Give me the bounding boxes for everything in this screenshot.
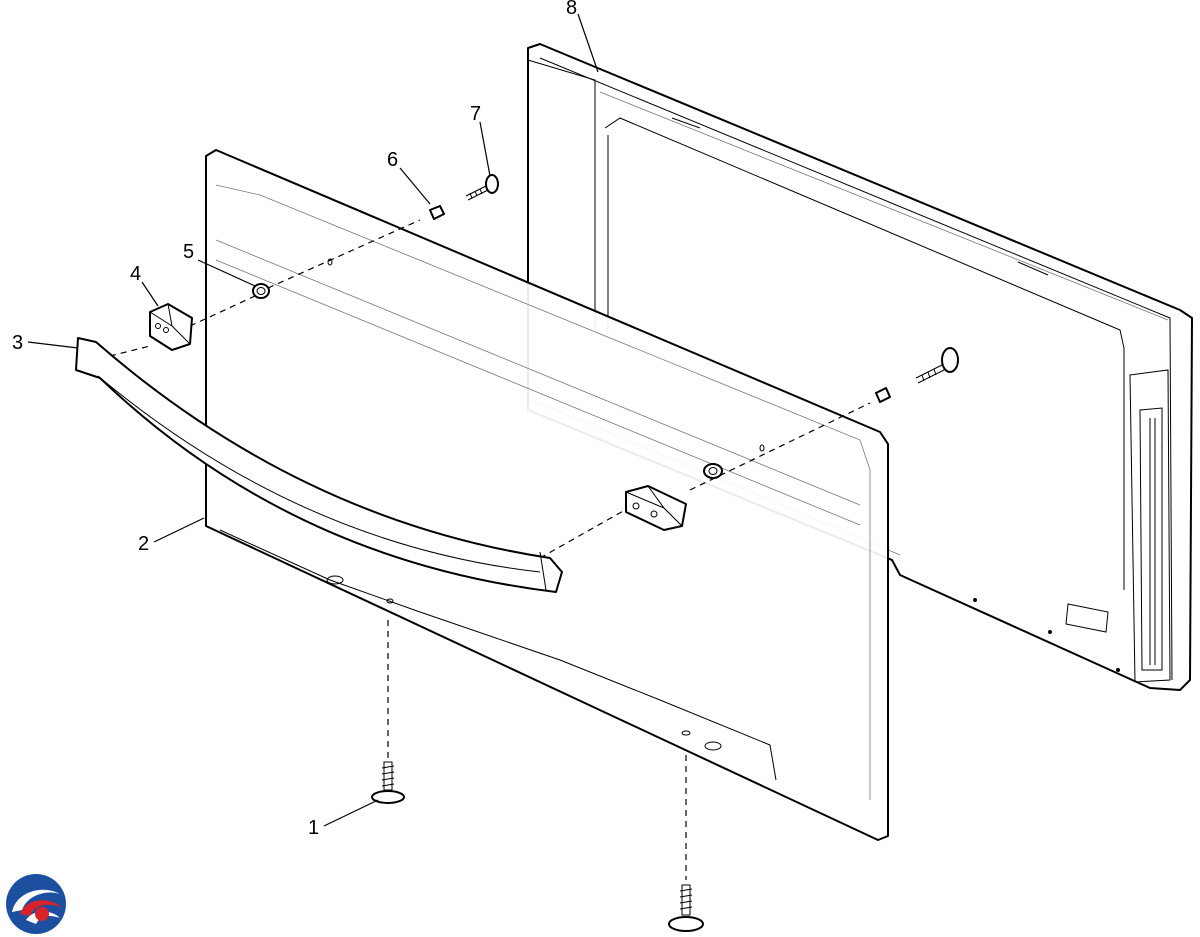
handle-screw xyxy=(465,174,959,384)
callout-1: 1 xyxy=(308,817,319,839)
leader-lines xyxy=(27,13,599,827)
assembly-lines xyxy=(109,219,871,880)
handle-end-cap xyxy=(149,303,193,351)
spacer xyxy=(429,205,891,403)
screw-bottom xyxy=(371,761,704,932)
spacer-washer xyxy=(252,258,765,479)
door-outer-panel xyxy=(205,149,889,841)
callout-2: 2 xyxy=(138,533,149,555)
callout-6: 6 xyxy=(387,149,398,171)
callout-8: 8 xyxy=(566,0,577,19)
callout-3: 3 xyxy=(12,332,23,354)
brand-swirl-icon xyxy=(6,874,66,934)
handle-end-cap-right xyxy=(625,485,687,531)
door-inner-frame xyxy=(527,43,1193,691)
callout-5: 5 xyxy=(183,241,194,263)
door-handle xyxy=(75,337,563,593)
callout-4: 4 xyxy=(130,263,141,285)
callout-7: 7 xyxy=(470,103,481,125)
